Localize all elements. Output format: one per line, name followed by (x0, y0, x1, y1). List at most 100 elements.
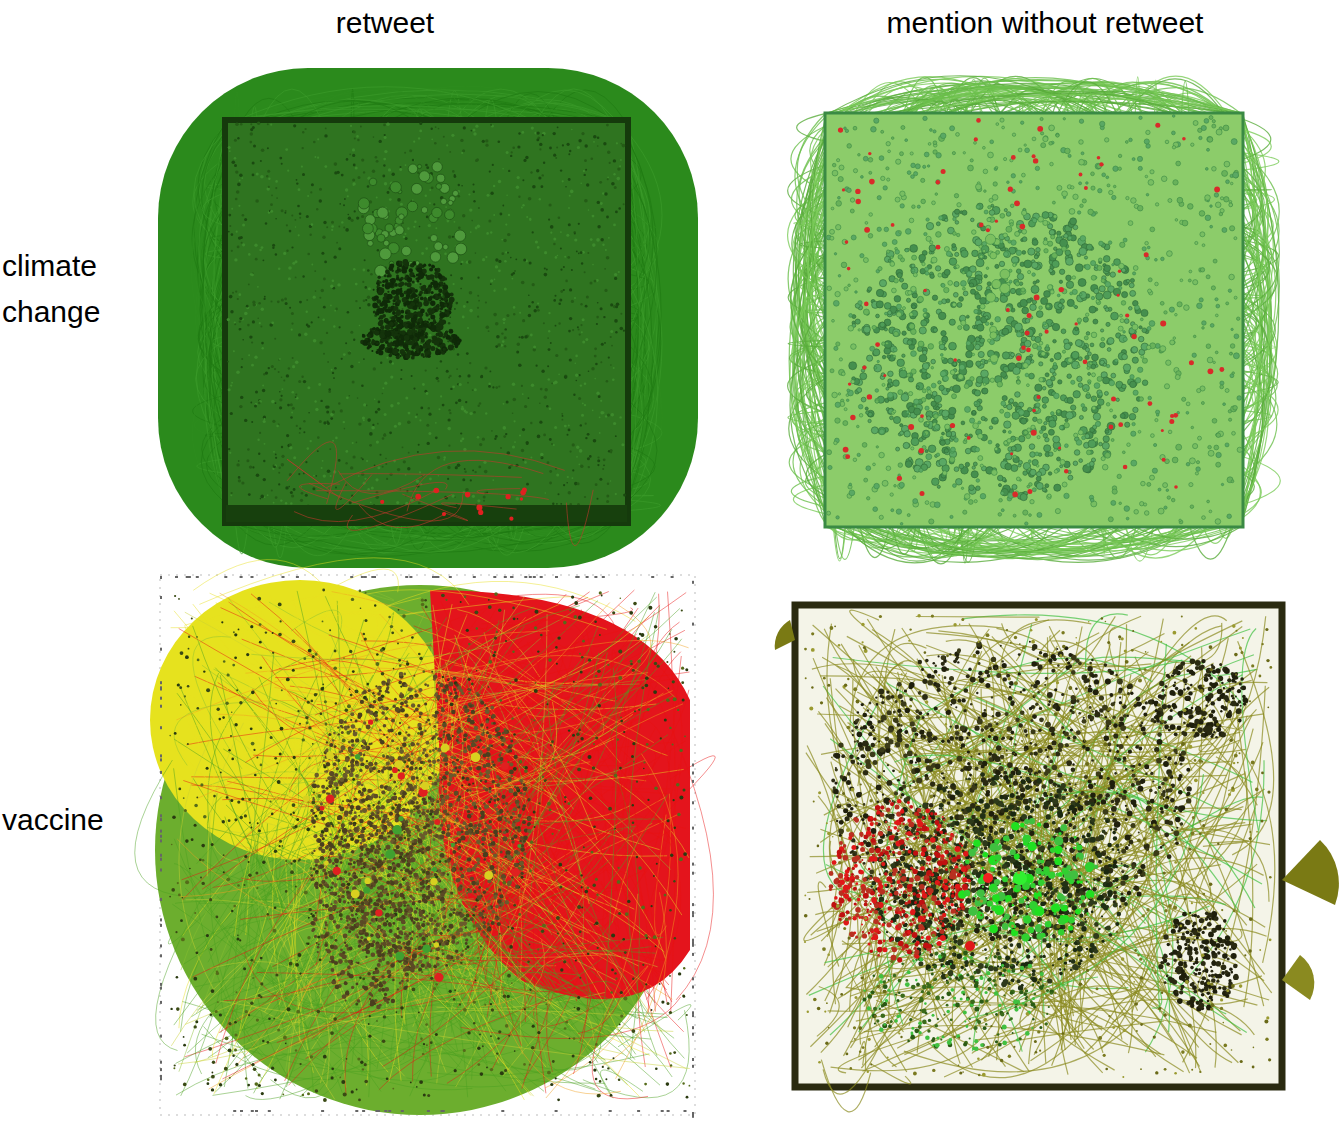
graph-node-dot (613, 173, 615, 175)
graph-node-dot (324, 261, 327, 264)
graph-node-dot (353, 268, 356, 271)
graph-node-dot (595, 483, 598, 486)
graph-node-dot (299, 432, 301, 434)
graph-node-dot (399, 168, 402, 171)
graph-node-dot (241, 366, 243, 368)
graph-node-dot (504, 345, 506, 347)
graph-node-dot (443, 456, 446, 459)
graph-node-dot (304, 333, 307, 336)
graph-node-dot (518, 196, 520, 198)
graph-node-dot (384, 279, 388, 283)
graph-node-dot (358, 176, 361, 179)
graph-node-dot (592, 243, 596, 247)
graph-node-dot (447, 252, 458, 263)
graph-node-dot (330, 285, 333, 288)
graph-node-dot (556, 503, 558, 505)
graph-node-dot (602, 468, 604, 470)
graph-node-dot (460, 432, 462, 434)
graph-node-dot (368, 287, 371, 290)
graph-node-dot (331, 221, 334, 224)
graph-node-dot (405, 237, 408, 240)
graph-node-dot (231, 208, 233, 210)
graph-node-dot (330, 305, 332, 307)
graph-node-dot (329, 388, 331, 390)
graph-node-dot (592, 410, 594, 412)
graph-node-dot (603, 458, 606, 461)
graph-node-dot (383, 158, 386, 161)
graph-node-dot (605, 249, 607, 251)
graph-node-dot (440, 360, 442, 362)
graph-node-dot (267, 147, 269, 149)
graph-node-dot (402, 308, 404, 310)
graph-node-dot (609, 162, 611, 164)
graph-node-dot (319, 420, 322, 423)
graph-node-dot (248, 354, 250, 356)
graph-node-dot (576, 446, 579, 449)
graph-node-dot (296, 182, 298, 184)
graph-node-dot (597, 225, 600, 228)
graph-node-dot (384, 293, 388, 297)
graph-node-dot (338, 402, 340, 404)
graph-node-dot (411, 375, 413, 377)
graph-node-dot (558, 302, 561, 305)
graph-node-dot (557, 126, 559, 128)
graph-node-dot (279, 398, 282, 401)
graph-node-dot (280, 499, 282, 501)
graph-node-dot (267, 170, 270, 173)
graph-node-dot (611, 182, 615, 186)
graph-node-dot (592, 215, 595, 218)
graph-node-dot (580, 324, 582, 326)
graph-node-dot (360, 126, 362, 128)
graph-node-dot (473, 128, 476, 131)
graph-node-dot (553, 299, 556, 302)
graph-node-dot (455, 466, 458, 469)
graph-node-dot (230, 412, 233, 415)
graph-node-dot (584, 404, 586, 406)
graph-node-dot (345, 450, 348, 453)
graph-node-dot (564, 375, 568, 379)
graph-node-dot (275, 187, 277, 189)
graph-node-dot (590, 281, 593, 284)
graph-node-dot (236, 231, 238, 233)
graph-node-dot (562, 144, 564, 146)
graph-node-dot (286, 250, 288, 252)
graph-node-dot (266, 175, 268, 177)
graph-node-dot (548, 378, 551, 381)
graph-node-dot (389, 360, 392, 363)
graph-node-dot (346, 158, 349, 161)
graph-node-dot (543, 162, 545, 164)
graph-node-dot (407, 467, 410, 470)
graph-node-dot (510, 257, 512, 259)
graph-node-dot (426, 216, 429, 219)
graph-node-dot (291, 412, 293, 414)
graph-node-dot (478, 466, 481, 469)
graph-node-dot (495, 265, 498, 268)
graph-node-dot (436, 377, 439, 380)
graph-node-dot (545, 388, 548, 391)
graph-node-dot (321, 252, 324, 255)
graph-node-dot (580, 182, 582, 184)
graph-node-dot (362, 458, 364, 460)
graph-node-dot (441, 198, 447, 204)
graph-node-dot (562, 180, 564, 182)
graph-node-dot (515, 258, 517, 260)
graph-node-dot (434, 142, 437, 145)
graph-node-dot (473, 200, 475, 202)
graph-node-dot (526, 442, 529, 445)
graph-node-dot (555, 256, 558, 259)
graph-node-dot (281, 446, 283, 448)
graph-node-dot (382, 437, 385, 440)
graph-node-dot (578, 253, 580, 255)
graph-node-dot (299, 301, 302, 304)
graph-node-dot (331, 225, 334, 228)
graph-node-dot (469, 309, 473, 313)
graph-node-dot (288, 367, 290, 369)
graph-node-dot (610, 480, 612, 482)
graph-node-dot (319, 199, 322, 202)
graph-node-dot (454, 221, 456, 223)
graph-node-dot (471, 220, 473, 222)
graph-node-dot (349, 153, 351, 155)
graph-node-dot (604, 289, 607, 292)
graph-node-dot (491, 430, 493, 432)
graph-node-dot (260, 160, 262, 162)
